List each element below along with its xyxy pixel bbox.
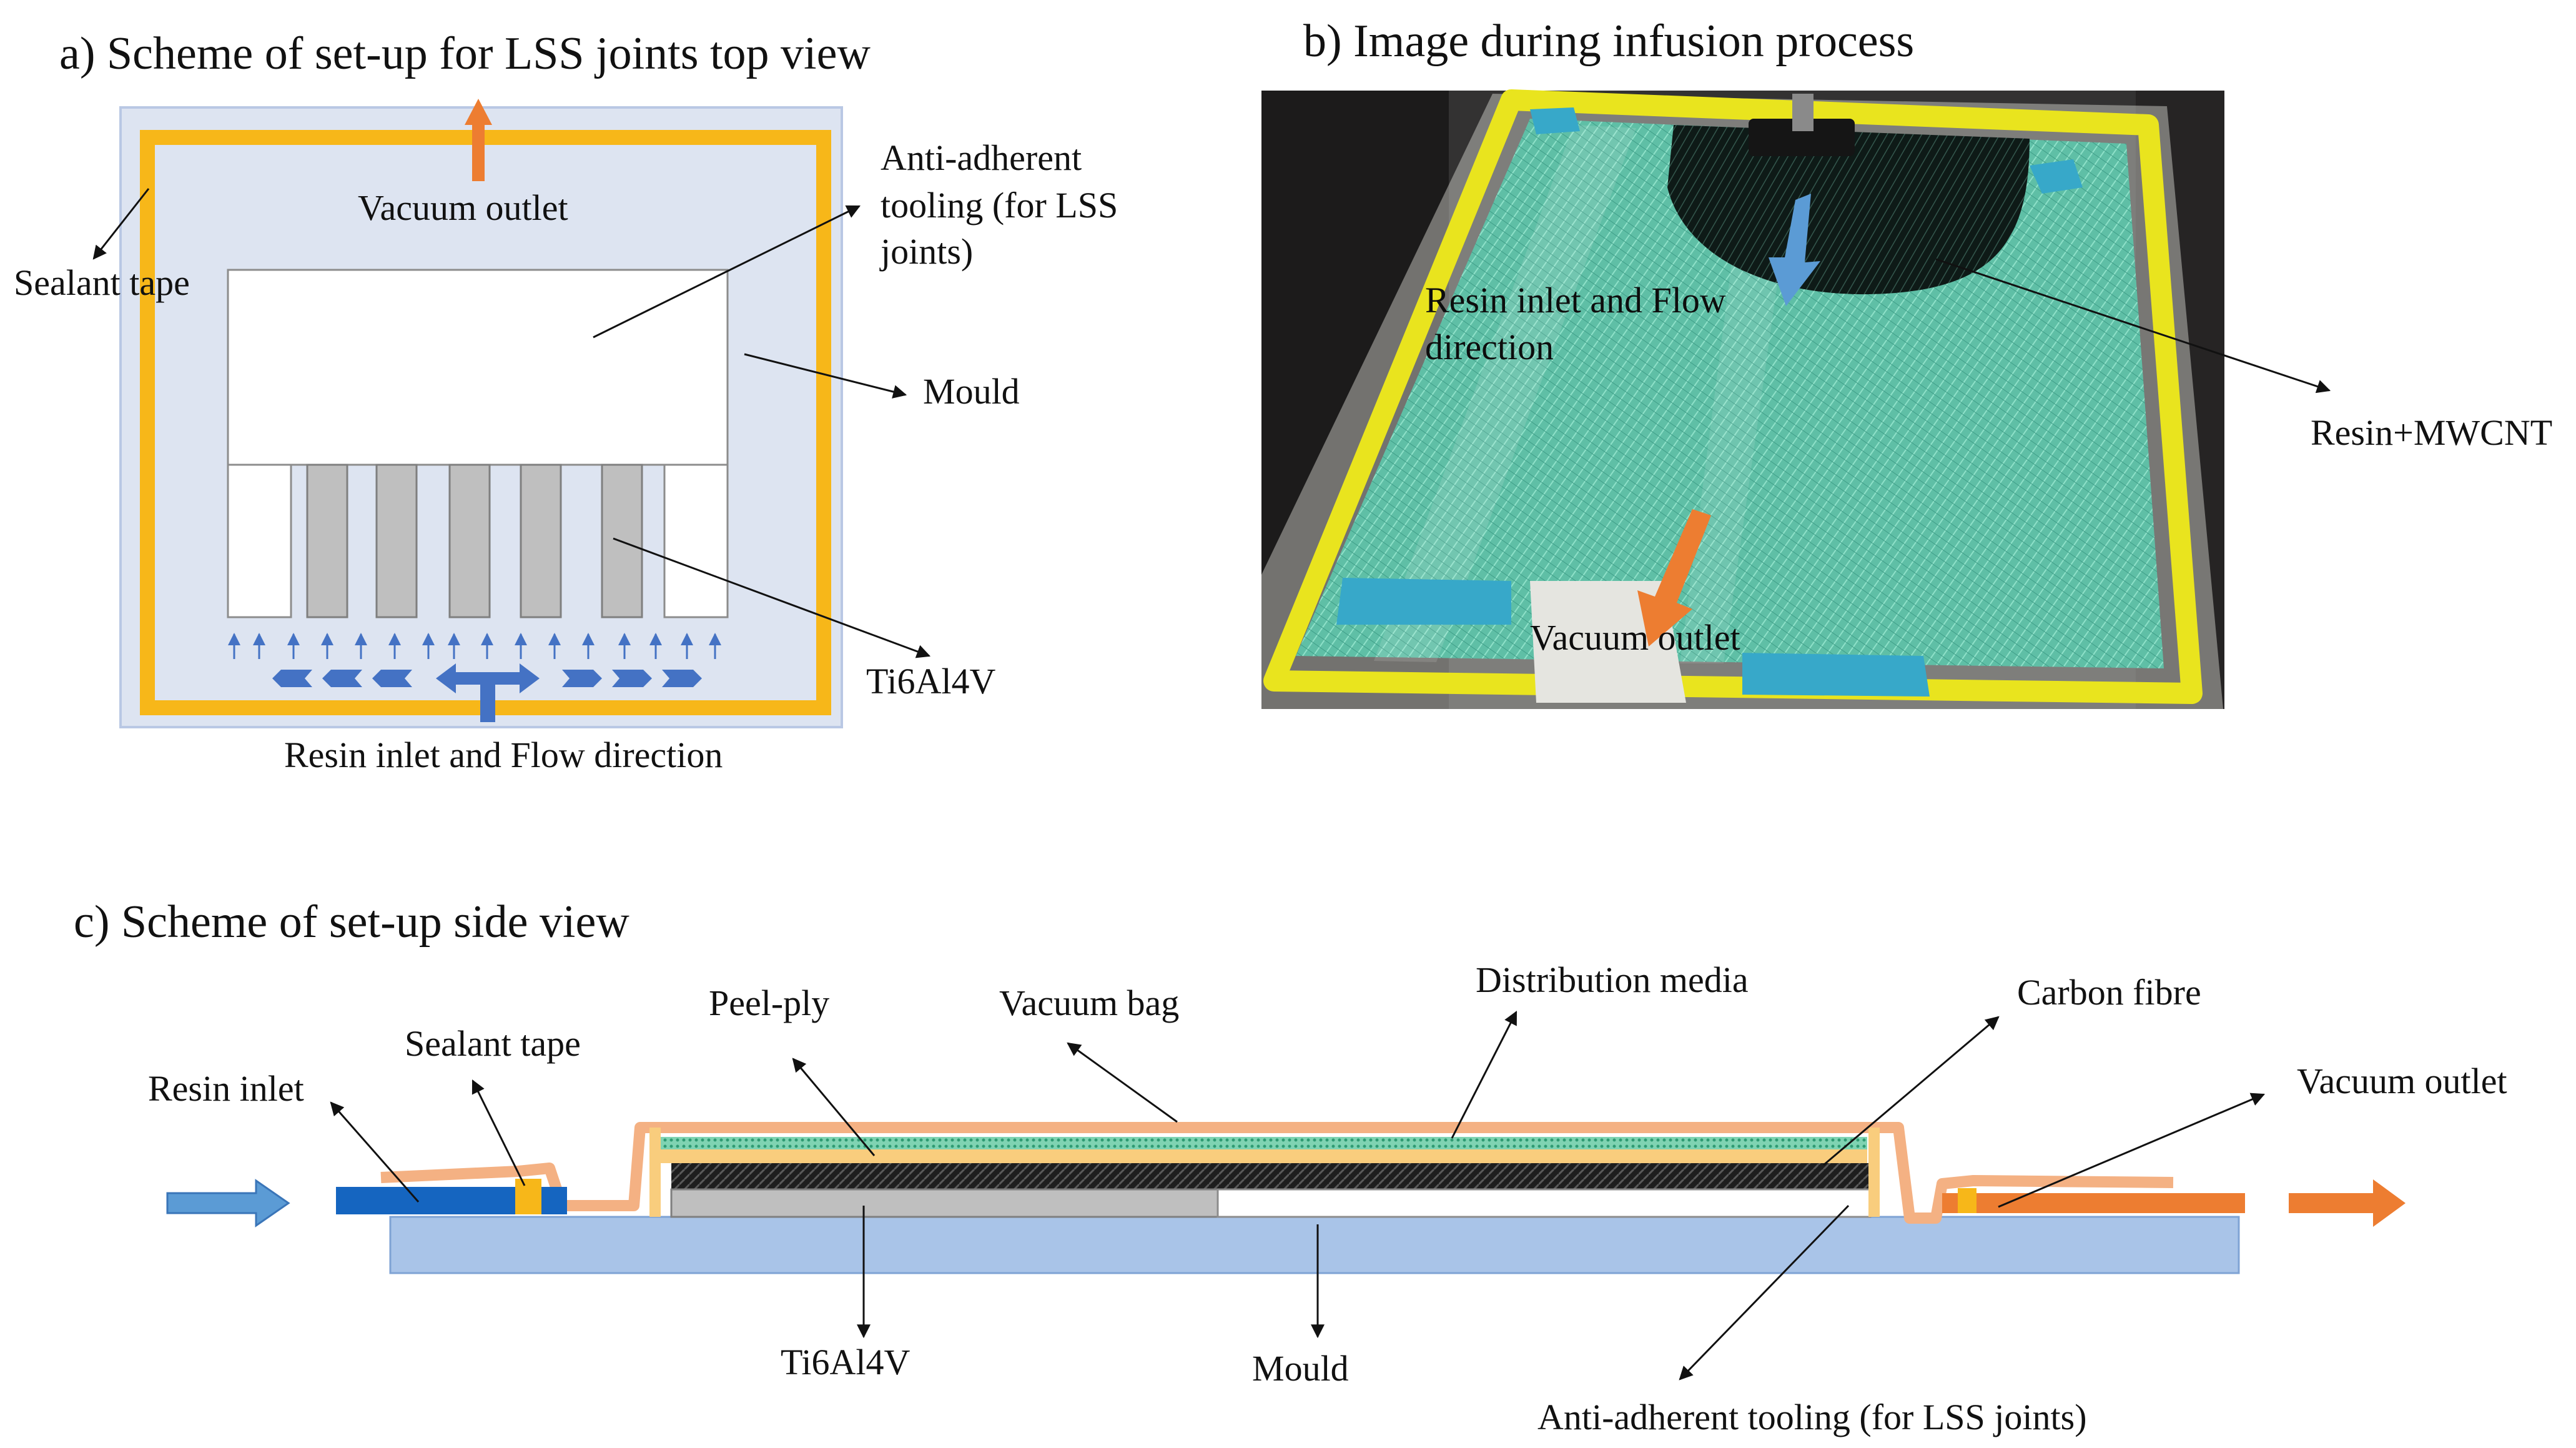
mould-column (227, 464, 292, 618)
resin-flow-label: direction (1425, 327, 1554, 367)
vacuum-bag-film (380, 1122, 2174, 1224)
vacuum-outlet-label: Vacuum outlet (358, 187, 568, 228)
vacuum-bag-label: Vacuum bag (999, 983, 1179, 1023)
ti6al4v-strip (306, 464, 348, 618)
carbon-fibre-label: Carbon fibre (2017, 972, 2201, 1013)
ti6al4v-strip (375, 464, 418, 618)
anti-adherent-plate (1216, 1188, 1872, 1218)
flow-arrows-small (228, 633, 721, 659)
distribution-media-layer (653, 1137, 1867, 1149)
resin-inlet-label: Resin inlet (148, 1068, 304, 1109)
anti-adherent-tooling (227, 269, 729, 466)
panel-c-title: c) Scheme of set-up side view (74, 896, 629, 948)
mould-label: Mould (1252, 1348, 1349, 1389)
ti6al4v-label: Ti6Al4V (781, 1342, 910, 1382)
sealant-tape-left (515, 1179, 541, 1214)
anti-adherent-label: tooling (for LSS (881, 185, 1118, 226)
distribution-media-leader (1451, 1011, 1517, 1139)
peel-ply-leader (792, 1058, 876, 1156)
resin-inlet-label: Resin inlet and Flow direction (284, 735, 723, 775)
peel-ply-edge (1868, 1128, 1880, 1217)
mould-column (663, 464, 729, 618)
vacuum-outlet-arrow (465, 99, 492, 181)
sealant-tape-label: Sealant tape (405, 1023, 581, 1064)
sealant-tape-right (1958, 1188, 1976, 1213)
vacuum-outlet-arrow (2289, 1179, 2406, 1227)
peel-ply-label: Peel-ply (709, 983, 829, 1023)
panel-b: b) Image during infusion process (1261, 16, 2552, 709)
sealant-tape-label: Sealant tape (14, 262, 190, 303)
flow-chevrons (272, 663, 702, 693)
infusion-photo (1261, 89, 2224, 709)
panel-a: a) Scheme of set-up for LSS joints top v… (14, 28, 1118, 775)
ti6al4v-strip (520, 464, 562, 618)
vacuum-outlet-label: Vacuum outlet (2297, 1061, 2507, 1101)
sealant-tape-leader (92, 188, 150, 260)
carbon-fibre-layer (671, 1163, 1870, 1189)
anti-adherent-label: Anti-adherent (881, 137, 1082, 178)
photo-vacuum-outlet-label: Vacuum outlet (1530, 617, 1740, 658)
vacuum-outlet-hose (1942, 1193, 2245, 1213)
panel-a-title: a) Scheme of set-up for LSS joints top v… (59, 28, 871, 79)
carbon-fibre-leader (1823, 1016, 2000, 1166)
resin-mwcnt-label: Resin+MWCNT (2311, 412, 2552, 453)
resin-inlet-port (480, 678, 495, 722)
anti-adherent-label: joints) (879, 231, 973, 272)
resin-flow-label: Resin inlet and Flow (1425, 280, 1726, 320)
anti-adherent-leader (1679, 1204, 1850, 1381)
vacuum-bag-leader (1067, 1042, 1178, 1123)
anti-adherent-label: Anti-adherent tooling (for LSS joints) (1537, 1397, 2087, 1437)
peel-ply-edge (649, 1128, 661, 1217)
vacuum-outlet-leader (1998, 1093, 2266, 1208)
sealant-tape-leader (471, 1079, 526, 1186)
anti-adherent-leader (593, 205, 861, 339)
panel-c: c) Scheme of set-up side view Peel-ply V… (74, 896, 2507, 1437)
mould-leader (744, 353, 907, 399)
resin-mwcnt-leader (1935, 258, 2331, 394)
resin-inlet-arrow (166, 1179, 290, 1227)
peel-ply-layer (653, 1149, 1867, 1163)
distribution-media-label: Distribution media (1476, 960, 1749, 1000)
ti6al4v-leader (613, 537, 931, 658)
mould-base (389, 1216, 2240, 1274)
ti6al4v-strip (448, 464, 491, 618)
panel-b-title: b) Image during infusion process (1303, 16, 1914, 67)
ti6al4v-label: Ti6Al4V (866, 661, 996, 702)
resin-inlet-leader (330, 1101, 420, 1203)
mould-label: Mould (923, 371, 1020, 412)
ti6al4v-plate (670, 1188, 1219, 1218)
